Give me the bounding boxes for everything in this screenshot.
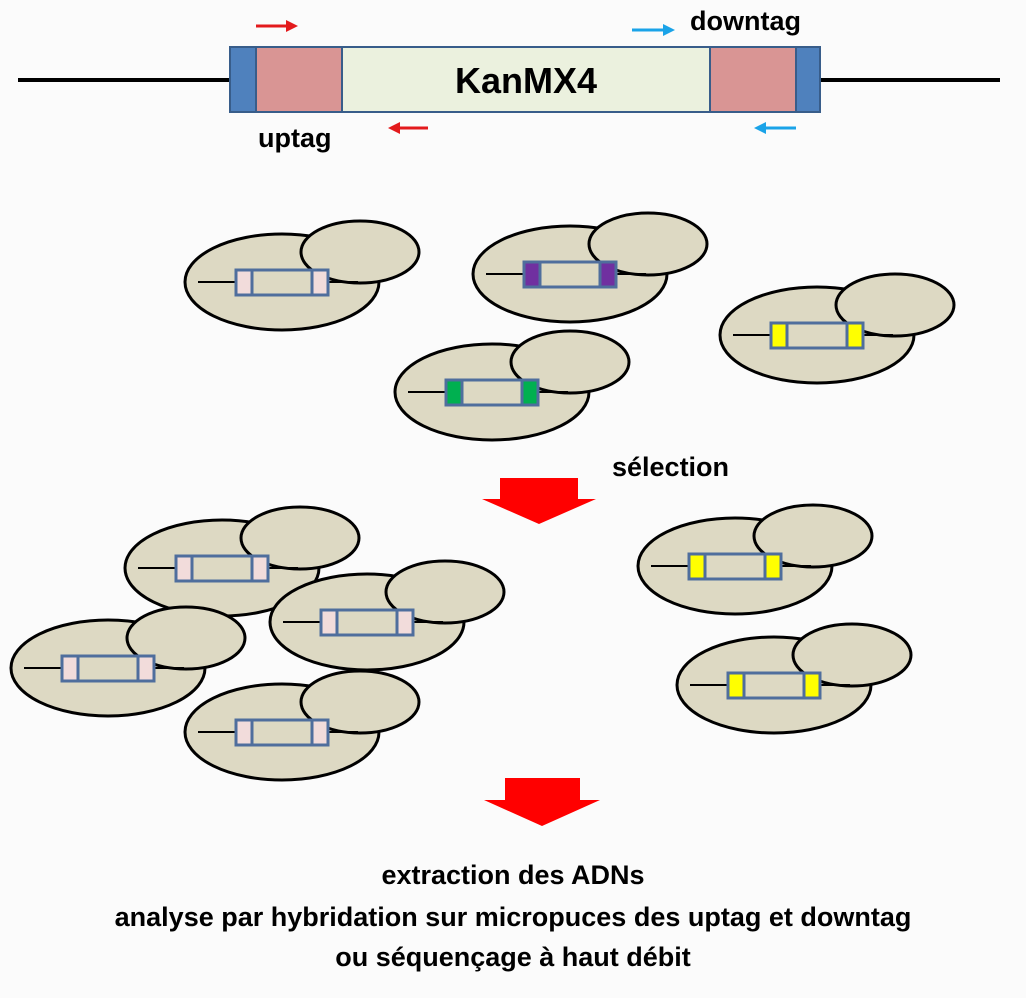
barcode-tag-right: [395, 608, 415, 637]
uptag-block: [255, 46, 343, 113]
barcode-tag-left: [769, 321, 789, 350]
footer-line-extraction: extraction des ADNs: [381, 860, 645, 890]
selected-cell-yellow: [675, 622, 913, 735]
selected-cell-pink: [123, 505, 361, 618]
selected-cell-pink: [268, 559, 506, 672]
footer-line-hybridation: analyse par hybridation sur micropuces d…: [114, 902, 912, 932]
downtag-block: [709, 46, 797, 113]
kanmx4-construct: KanMX4 uptag downtag: [18, 6, 1000, 153]
barcode-tag-left: [444, 378, 464, 407]
barcode-tag-right: [763, 552, 783, 581]
right-flank-block: [795, 46, 821, 113]
primer-arrow-blue-reverse: [754, 122, 796, 134]
selected-cell-pink: [9, 605, 247, 718]
uptag-label: uptag: [258, 123, 332, 153]
barcode-tag-right: [310, 718, 330, 747]
initial-cell-purple: [471, 211, 709, 324]
selected-cell-yellow: [636, 503, 874, 616]
initial-cell-yellow: [718, 272, 956, 385]
kanmx4-gene-block: [341, 46, 711, 113]
barcode-tag-right: [845, 321, 865, 350]
barcode-tag-right: [310, 268, 330, 297]
extraction-arrow: [484, 778, 600, 826]
footer-line-sequencing: ou séquençage à haut débit: [335, 942, 691, 972]
barcode-tag-left: [234, 268, 254, 297]
initial-cell-pink: [183, 219, 421, 332]
primer-arrow-red-forward: [256, 20, 298, 32]
selected-cell-pink: [183, 669, 421, 782]
selection-arrow: [482, 478, 596, 524]
barcode-tag-left: [60, 654, 80, 683]
barcode-tag-right: [520, 378, 540, 407]
barcode-tag-left: [726, 671, 746, 700]
barcode-tag-left: [174, 554, 194, 583]
downtag-label: downtag: [690, 6, 801, 36]
barcode-tag-left: [687, 552, 707, 581]
kanmx4-label: KanMX4: [455, 60, 597, 101]
barcode-tag-right: [598, 260, 618, 289]
primer-arrow-red-reverse: [388, 122, 428, 134]
barcode-tag-left: [234, 718, 254, 747]
barcode-tag-right: [136, 654, 156, 683]
left-flank-block: [229, 46, 257, 113]
initial-cell-green: [393, 329, 631, 442]
barcode-tag-left: [319, 608, 339, 637]
barcode-tag-left: [522, 260, 542, 289]
primer-arrow-blue-forward: [632, 24, 675, 36]
selection-label: sélection: [612, 452, 729, 482]
barcode-tag-right: [250, 554, 270, 583]
barcode-tag-right: [802, 671, 822, 700]
